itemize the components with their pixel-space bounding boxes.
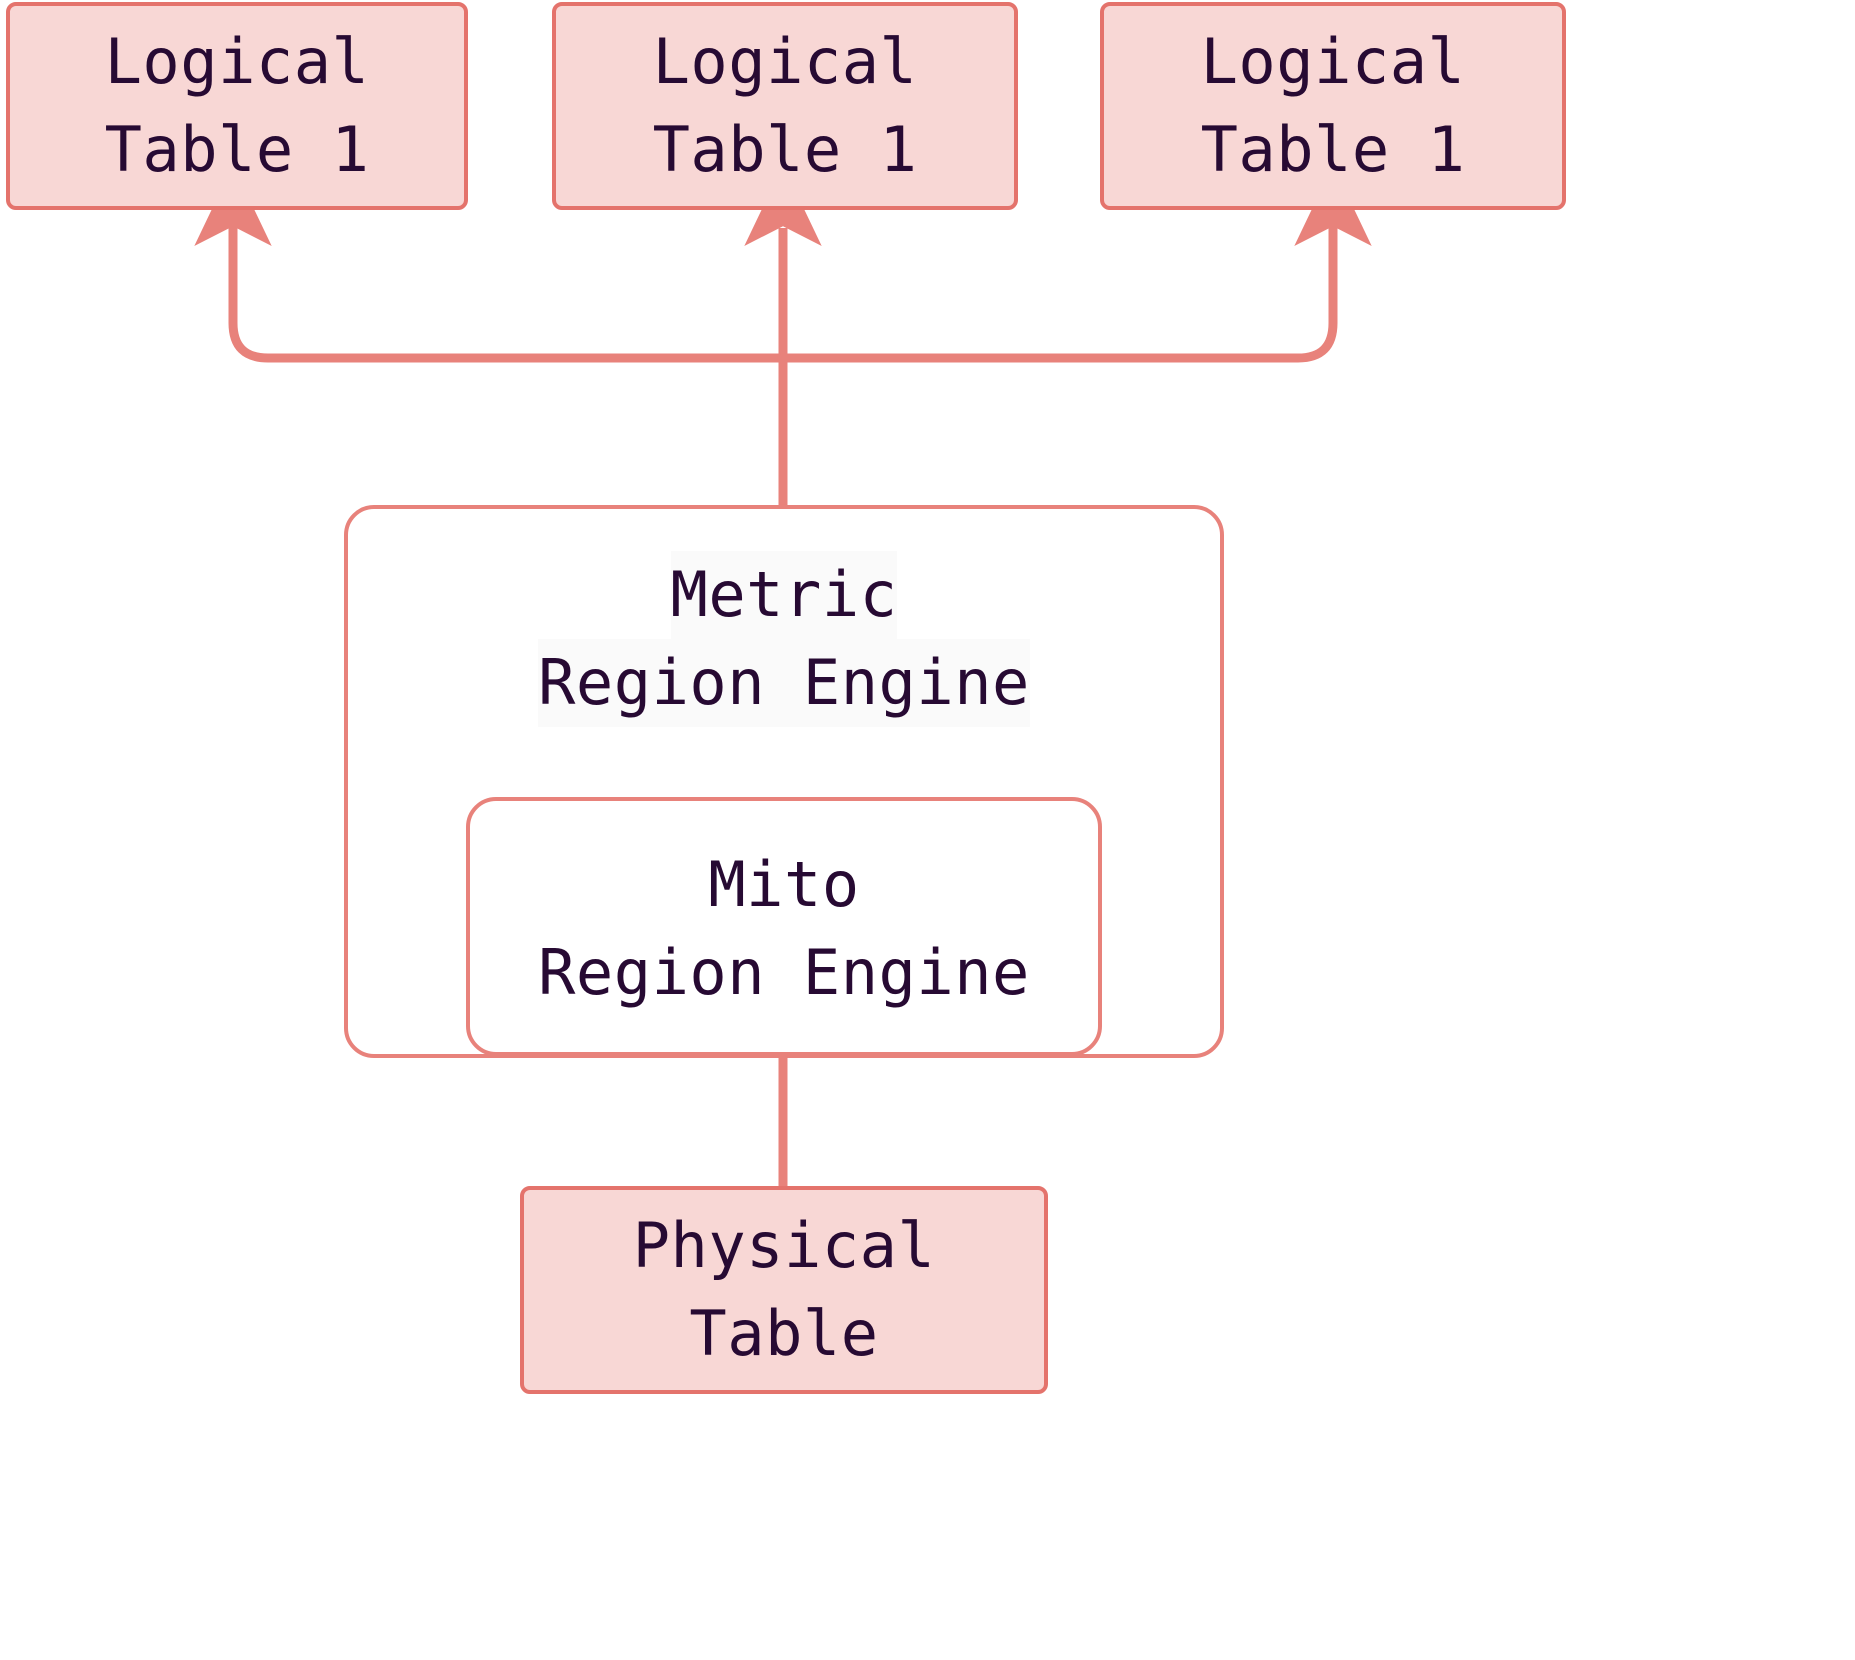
node-mito-region-engine[interactable]: Mito Region Engine: [466, 797, 1102, 1056]
logical-table-2-line-1: Logical: [652, 24, 918, 98]
logical-table-3-line-2: Table 1: [1200, 113, 1466, 186]
node-logical-table-2[interactable]: Logical Table 1: [552, 2, 1018, 210]
physical-table-line-1: Physical: [632, 1208, 936, 1282]
node-physical-table[interactable]: Physical Table: [520, 1186, 1048, 1394]
node-logical-table-3[interactable]: Logical Table 1: [1100, 2, 1566, 210]
node-logical-table-1[interactable]: Logical Table 1: [6, 2, 468, 210]
metric-region-engine-line-2: Region Engine: [538, 639, 1030, 728]
physical-table-line-2: Table: [689, 1297, 879, 1370]
logical-table-1-line-1: Logical: [104, 24, 370, 98]
metric-region-engine-line-1: Metric: [670, 551, 898, 640]
logical-table-1-line-2: Table 1: [104, 113, 370, 186]
edge-metric-to-logical-1: [194, 165, 788, 363]
node-metric-region-engine[interactable]: Metric Region Engine: [344, 505, 1224, 1058]
logical-table-3-line-1: Logical: [1200, 24, 1466, 98]
mito-region-engine-line-2: Region Engine: [538, 936, 1030, 1010]
edge-metric-to-logical-3: [778, 165, 1372, 363]
mito-region-engine-line-1: Mito: [708, 848, 860, 921]
logical-table-2-line-2: Table 1: [652, 113, 918, 186]
